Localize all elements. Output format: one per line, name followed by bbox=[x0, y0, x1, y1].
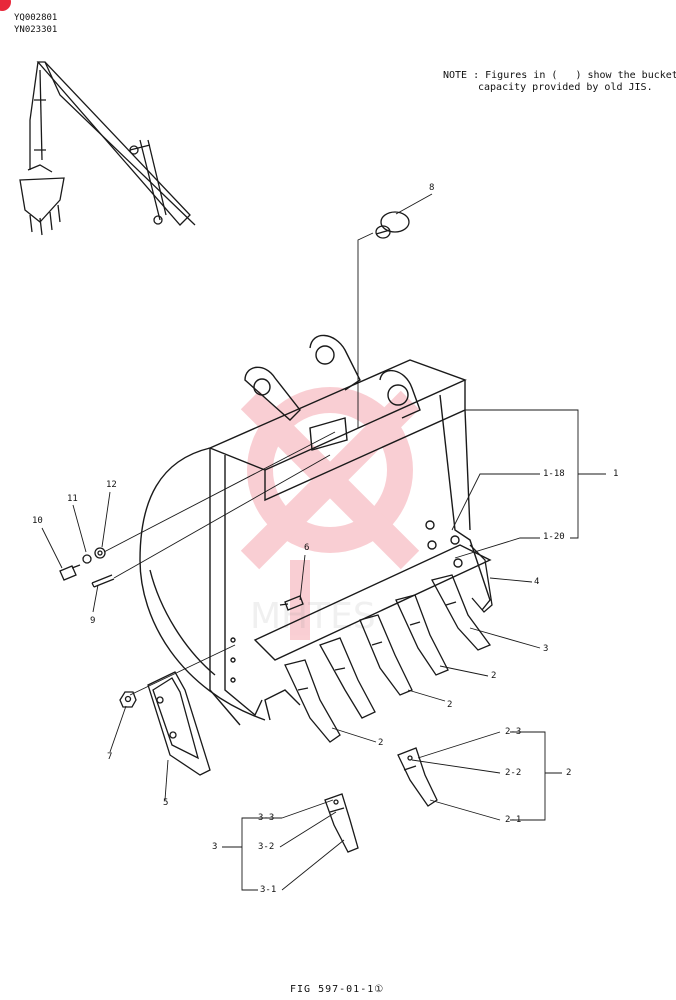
label-1-20: 1-20 bbox=[543, 532, 565, 542]
bucket-assembly bbox=[139, 334, 492, 726]
label-5: 5 bbox=[163, 798, 169, 808]
svg-text:MHTES: MHTES bbox=[250, 596, 376, 637]
label-12: 12 bbox=[106, 480, 117, 490]
note-line-2: capacity provided by old JIS. bbox=[478, 82, 653, 93]
label-7: 7 bbox=[107, 752, 113, 762]
watermark-logo bbox=[240, 387, 420, 640]
label-3-a: 3 bbox=[543, 644, 549, 654]
watermark-text: MHTES bbox=[250, 596, 376, 637]
label-1: 1 bbox=[613, 469, 619, 479]
label-2-3: 2-3 bbox=[505, 727, 522, 737]
label-3-group: 3 bbox=[212, 842, 218, 852]
drawing-code-1: YQ002801 bbox=[14, 13, 58, 23]
label-2-2: 2-2 bbox=[505, 768, 522, 778]
label-8: 8 bbox=[429, 183, 435, 193]
label-2-c: 2 bbox=[378, 738, 384, 748]
fasteners-9-12 bbox=[59, 547, 115, 588]
label-3-1: 3-1 bbox=[260, 885, 277, 895]
label-1-18: 1-18 bbox=[543, 469, 565, 479]
label-3-3: 3-3 bbox=[258, 813, 275, 823]
leader-lines bbox=[41, 193, 606, 891]
label-9: 9 bbox=[90, 616, 96, 626]
label-11: 11 bbox=[67, 494, 78, 504]
label-2-b: 2 bbox=[447, 700, 453, 710]
bushing-part-8 bbox=[375, 211, 410, 239]
label-3-2: 3-2 bbox=[258, 842, 275, 852]
label-6: 6 bbox=[304, 543, 310, 553]
figure-caption: FIG 597-01-1① bbox=[290, 984, 385, 995]
bolt-part-6 bbox=[279, 595, 304, 611]
corner-marker bbox=[0, 0, 11, 11]
label-2-group: 2 bbox=[566, 768, 572, 778]
side-cutter-right bbox=[469, 544, 493, 613]
note-line-1: NOTE : Figures in ( ) show the bucket bbox=[443, 70, 676, 81]
side-cutter-left bbox=[147, 671, 211, 776]
label-10: 10 bbox=[32, 516, 43, 526]
loose-tooth-2 bbox=[397, 747, 438, 807]
nut-part-7 bbox=[119, 691, 137, 708]
drawing-code-2: YN023301 bbox=[14, 25, 58, 35]
excavator-overview-sketch bbox=[19, 61, 196, 236]
loose-tooth-3 bbox=[324, 793, 359, 853]
label-2-1: 2-1 bbox=[505, 815, 522, 825]
bucket-teeth bbox=[284, 574, 492, 743]
label-4: 4 bbox=[534, 577, 540, 587]
label-2-a: 2 bbox=[491, 671, 497, 681]
